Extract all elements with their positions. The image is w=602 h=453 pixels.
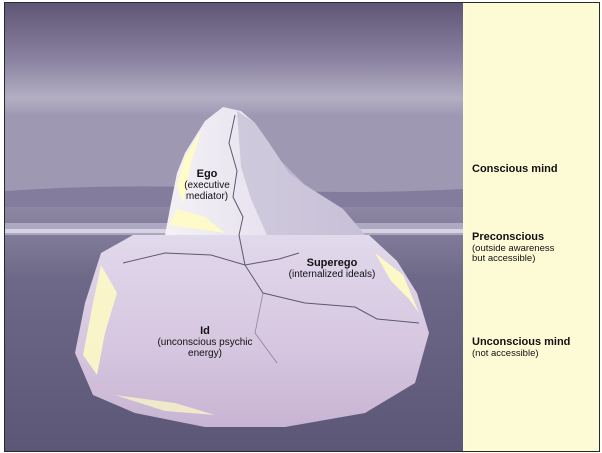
conscious-mind-label: Conscious mind <box>472 163 558 176</box>
superego-title: Superego <box>273 257 391 269</box>
ego-desc-line2: mediator) <box>169 191 245 202</box>
superego-label: Superego (internalized ideals) <box>273 257 391 280</box>
iceberg-scene: Ego (executive mediator) Superego (inter… <box>5 3 463 451</box>
id-label: Id (unconscious psychic energy) <box>131 325 279 359</box>
conscious-mind-title: Conscious mind <box>472 163 558 176</box>
levels-panel: Conscious mind Preconscious (outside awa… <box>466 3 599 451</box>
preconscious-desc-line2: but accessible) <box>472 254 554 264</box>
id-desc-line2: energy) <box>131 348 279 359</box>
id-desc-line1: (unconscious psychic <box>131 337 279 348</box>
preconscious-label: Preconscious (outside awareness but acce… <box>472 231 554 264</box>
ego-title: Ego <box>169 168 245 180</box>
ego-label: Ego (executive mediator) <box>169 168 245 202</box>
diagram-frame: Ego (executive mediator) Superego (inter… <box>4 2 600 452</box>
superego-desc-line1: (internalized ideals) <box>273 269 391 280</box>
unconscious-desc-line1: (not accessible) <box>472 349 570 359</box>
ego-desc-line1: (executive <box>169 180 245 191</box>
unconscious-mind-label: Unconscious mind (not accessible) <box>472 336 570 359</box>
id-title: Id <box>131 325 279 337</box>
iceberg-illustration <box>5 3 463 451</box>
